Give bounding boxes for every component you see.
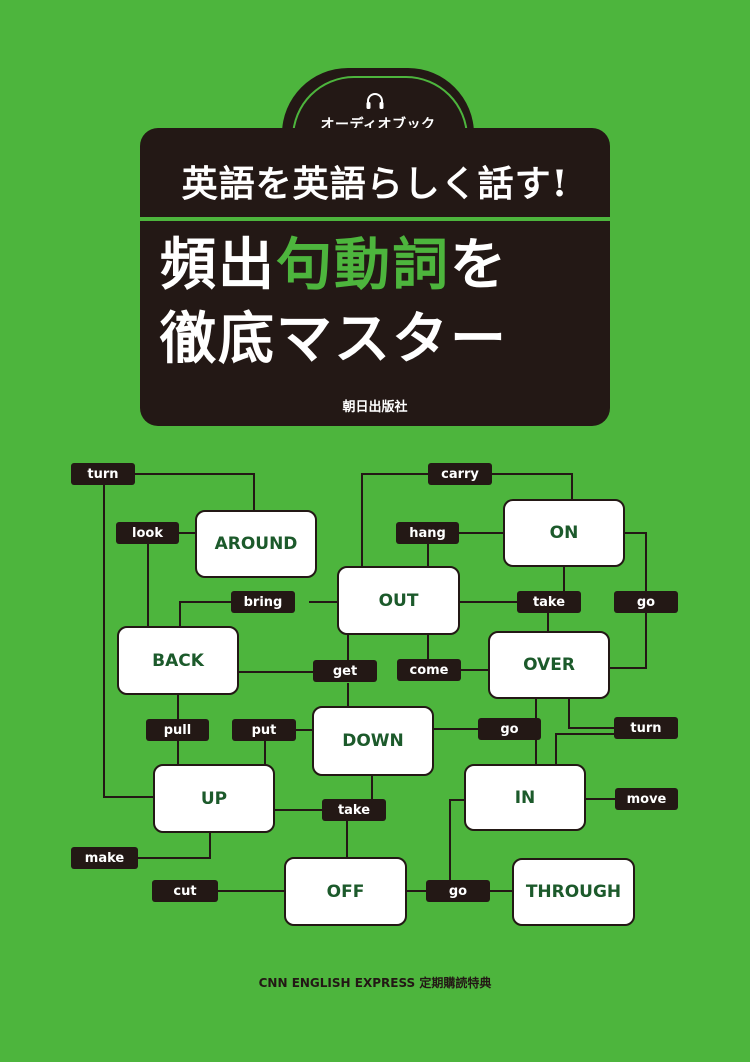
title-box <box>140 128 610 426</box>
particle-back: BACK <box>117 626 239 695</box>
verb-carry: carry <box>428 463 492 485</box>
publisher: 朝日出版社 <box>342 400 408 415</box>
subtitle: 英語を英語らしく話す! <box>181 163 569 205</box>
particle-off: OFF <box>284 857 407 926</box>
verb-cut: cut <box>152 880 218 902</box>
verb-make: make <box>71 847 138 869</box>
main-title-line2: 徹底マスター <box>160 307 508 372</box>
particle-on: ON <box>503 499 625 567</box>
main-title-part2: 句動詞 <box>276 233 450 298</box>
particle-in: IN <box>464 764 586 831</box>
particle-out: OUT <box>337 566 460 635</box>
main-title-line1: 頻出句動詞を <box>160 236 600 296</box>
verb-take-top: take <box>517 591 581 613</box>
verb-hang: hang <box>396 522 459 544</box>
headphones-icon <box>366 93 384 109</box>
particle-around: AROUND <box>195 510 317 578</box>
particle-over: OVER <box>488 631 610 699</box>
verb-come: come <box>397 659 461 681</box>
verb-go-bottom: go <box>426 880 490 902</box>
particle-up: UP <box>153 764 275 833</box>
verb-go-mid: go <box>478 718 541 740</box>
footer-text: CNN ENGLISH EXPRESS 定期購読特典 <box>258 976 492 990</box>
main-title-part3: を <box>450 233 508 298</box>
verb-turn-right: turn <box>614 717 678 739</box>
verb-get: get <box>313 660 377 682</box>
verb-put: put <box>232 719 296 741</box>
verb-move: move <box>615 788 678 810</box>
verb-look: look <box>116 522 179 544</box>
particle-through: THROUGH <box>512 858 635 926</box>
verb-bring: bring <box>231 591 295 613</box>
main-title-part1: 頻出 <box>160 233 276 298</box>
particle-down: DOWN <box>312 706 434 776</box>
verb-go-right: go <box>614 591 678 613</box>
verb-take-bottom: take <box>322 799 386 821</box>
verb-turn-top: turn <box>71 463 135 485</box>
title-divider <box>140 217 610 221</box>
verb-pull: pull <box>146 719 209 741</box>
